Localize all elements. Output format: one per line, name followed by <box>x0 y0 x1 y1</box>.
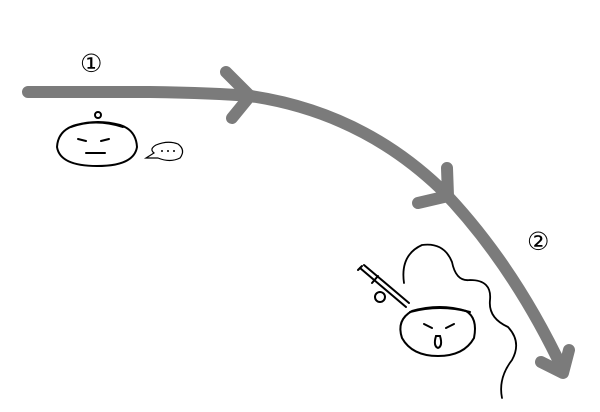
fishing-rod-icon <box>358 265 409 307</box>
ellipsis-dot-1 <box>161 150 163 152</box>
purse-face-icon <box>400 307 475 356</box>
step-label-1: ① <box>80 49 102 78</box>
ellipsis-dot-2 <box>167 150 169 152</box>
purse-body <box>57 122 137 166</box>
left-eye <box>78 139 86 141</box>
ellipsis-speech-bubble-icon <box>146 142 183 160</box>
clasp-knob <box>95 112 101 118</box>
ellipsis-dot-3 <box>173 150 175 152</box>
right-eye <box>446 324 454 328</box>
right-eye <box>101 139 109 141</box>
left-eye <box>424 324 432 328</box>
flow-arrow-path <box>28 92 563 370</box>
bubble-outline <box>146 142 183 160</box>
mouth <box>435 336 441 348</box>
step-label-2: ② <box>527 227 549 256</box>
flow-arrow <box>28 72 569 373</box>
purse-face-icon <box>57 112 137 166</box>
rod-reel <box>375 292 385 302</box>
